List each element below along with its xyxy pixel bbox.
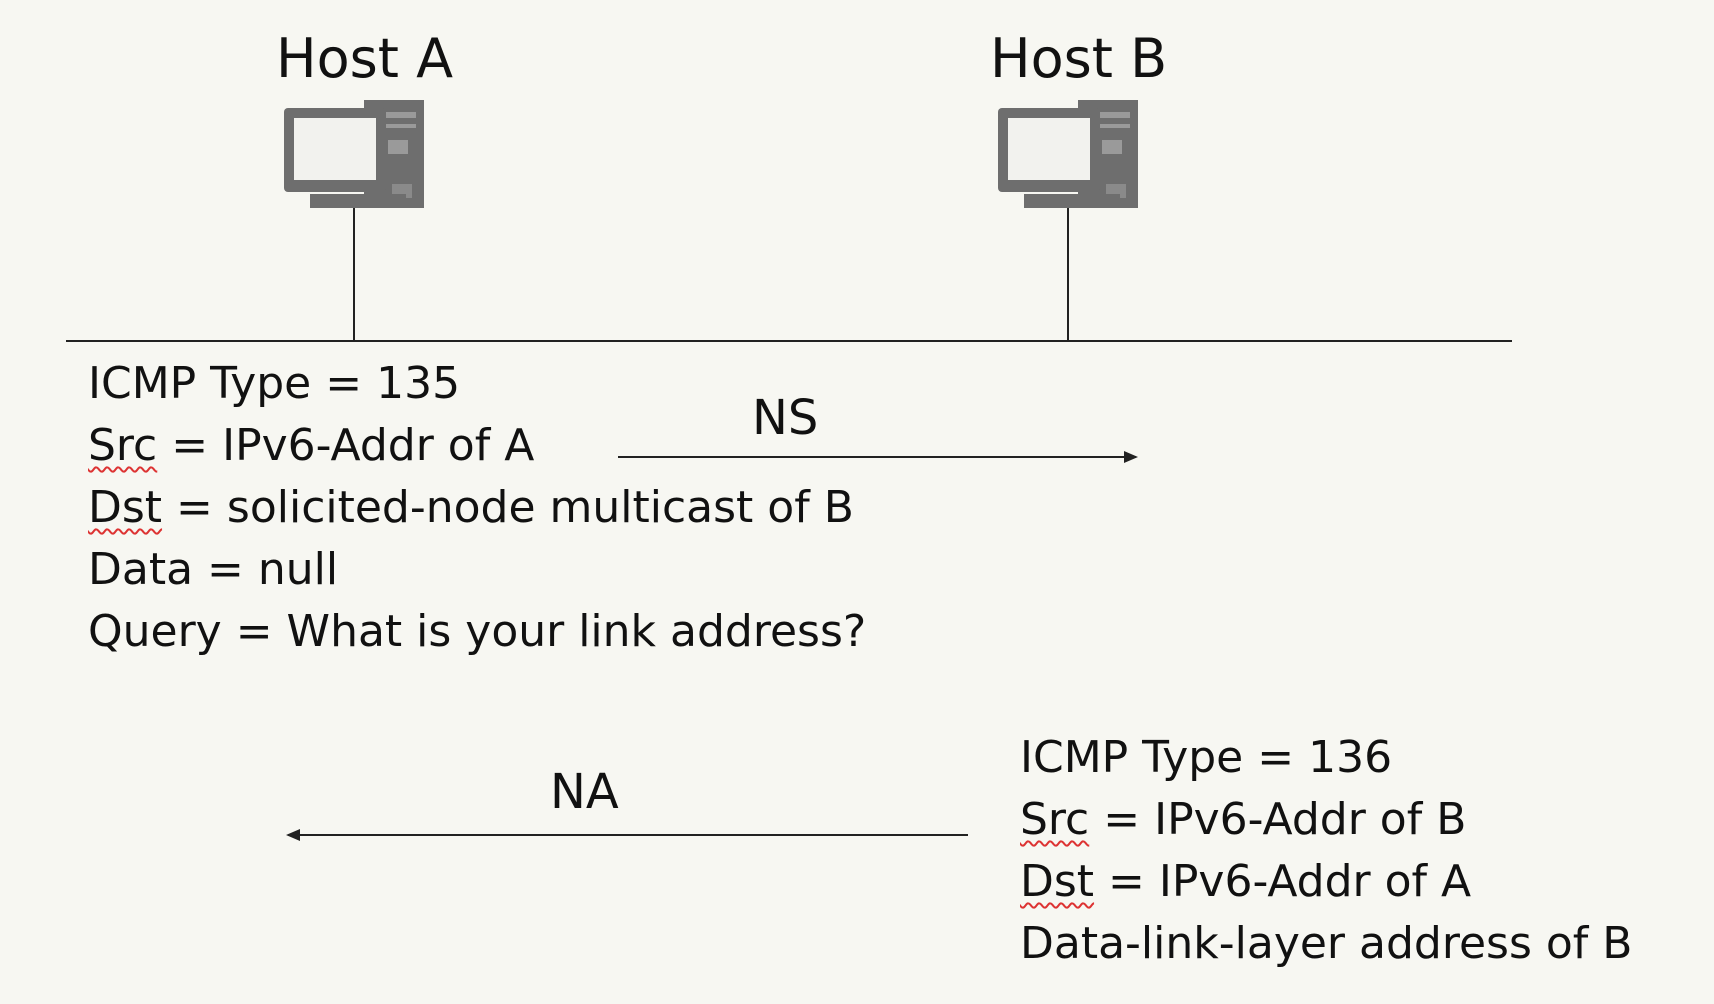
na-arrow-label: NA [550, 764, 619, 820]
host-b-label: Host B [990, 27, 1168, 90]
ns-line-type: ICMP Type = 135 [88, 358, 461, 409]
na-line-type: ICMP Type = 136 [1020, 732, 1393, 783]
ns-arrow-label: NS [752, 390, 819, 446]
ns-line-query: Query = What is your link address? [88, 606, 867, 657]
host-a-computer-icon [284, 100, 424, 208]
ns-line-dst: Dst = solicited-node multicast of B [88, 482, 854, 533]
na-line-dst: Dst = IPv6-Addr of A [1020, 856, 1472, 907]
ns-line-data: Data = null [88, 544, 339, 595]
host-b-computer-icon [998, 100, 1138, 208]
na-line-data-link: Data-link-layer address of B [1020, 918, 1633, 969]
na-line-src: Src = IPv6-Addr of B [1020, 794, 1467, 845]
ns-line-src: Src = IPv6-Addr of A [88, 420, 535, 471]
host-a-label: Host A [276, 27, 454, 90]
